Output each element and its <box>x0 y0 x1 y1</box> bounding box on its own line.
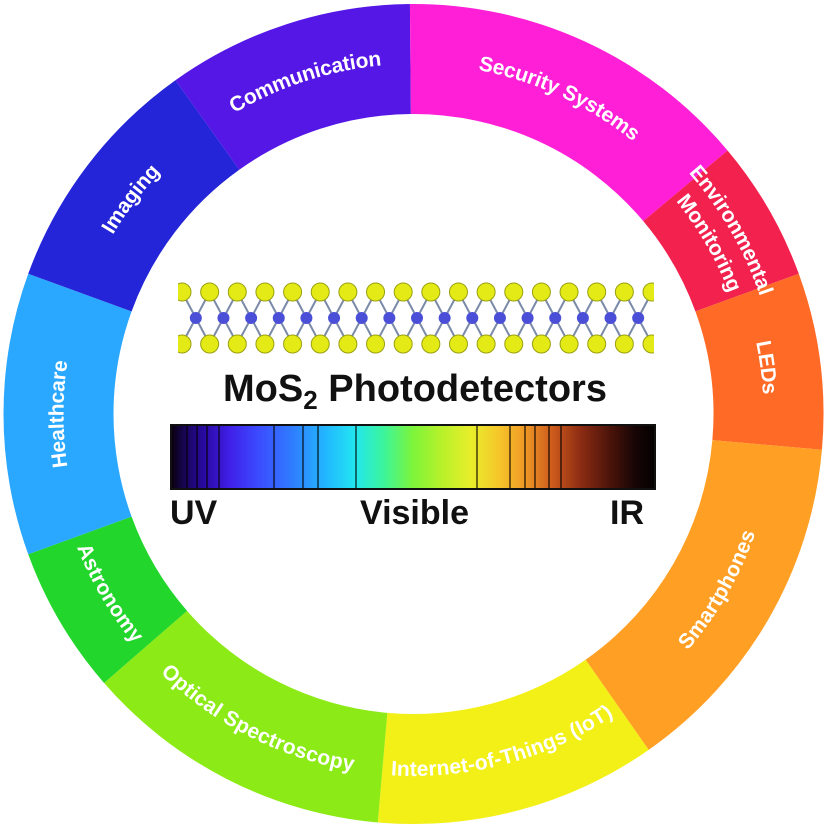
ring-segment-4 <box>585 440 822 750</box>
molybdenum-atom <box>217 312 230 324</box>
molybdenum-atom <box>411 312 423 324</box>
spectrum-line <box>509 426 512 488</box>
spectrum-line <box>547 426 550 488</box>
ring-label-8: Healthcare <box>45 359 72 469</box>
spectrum-bar <box>170 424 656 490</box>
sulfur-atom <box>476 334 496 354</box>
spectrum-label-visible: Visible <box>360 494 469 532</box>
spectrum-line <box>302 426 305 488</box>
sulfur-atom <box>200 334 220 354</box>
sulfur-atom <box>531 282 551 302</box>
sulfur-atom <box>448 282 468 302</box>
sulfur-atom <box>421 282 441 302</box>
sulfur-atom <box>421 334 441 354</box>
sulfur-atom <box>476 282 496 302</box>
sulfur-atom <box>559 334 579 354</box>
sulfur-atom <box>255 334 275 354</box>
sulfur-atom <box>393 334 413 354</box>
sulfur-atom <box>310 334 330 354</box>
molybdenum-atom <box>549 312 562 324</box>
molybdenum-atom <box>438 312 451 324</box>
spectrum-label-uv: UV <box>170 494 218 532</box>
ring-segment-5 <box>377 659 649 824</box>
molybdenum-atom <box>245 312 258 324</box>
sulfur-atom <box>255 282 275 302</box>
spectrum-line <box>205 426 208 488</box>
spectrum-line <box>217 426 220 488</box>
sulfur-atom <box>448 334 468 354</box>
ring-segment-2 <box>643 150 799 312</box>
sulfur-atom <box>338 282 358 302</box>
sulfur-atom <box>642 334 654 354</box>
sulfur-atom <box>587 282 607 302</box>
sulfur-atom <box>227 282 247 302</box>
sulfur-atom <box>587 334 607 354</box>
spectrum-line <box>475 426 478 488</box>
sulfur-atom <box>531 334 551 354</box>
molybdenum-atom <box>383 312 396 324</box>
spectrum-line <box>316 426 319 488</box>
sulfur-atom <box>504 334 524 354</box>
page-title: MoS2 Photodetectors <box>160 368 670 416</box>
sulfur-atom <box>504 282 524 302</box>
ring-segment-3 <box>695 273 824 450</box>
spectrum-line <box>186 426 189 488</box>
spectrum-line <box>196 426 199 488</box>
molybdenum-atom <box>355 312 368 324</box>
sulfur-atom <box>283 334 303 354</box>
title-prefix: MoS <box>223 368 304 410</box>
sulfur-atom <box>366 334 386 354</box>
title-subscript: 2 <box>303 385 318 415</box>
title-suffix: Photodetectors <box>317 368 607 410</box>
ring-segment-9 <box>28 80 240 312</box>
molybdenum-atom <box>466 312 479 324</box>
molybdenum-atom <box>521 312 534 324</box>
spectrum-line <box>523 426 526 488</box>
ring-segment-7 <box>28 516 188 683</box>
molybdenum-atom <box>300 312 313 324</box>
sulfur-atom <box>614 334 634 354</box>
molybdenum-atom <box>632 312 645 324</box>
spectrum-line <box>560 426 562 488</box>
sulfur-atom <box>366 282 386 302</box>
molybdenum-atom <box>272 312 285 324</box>
molybdenum-atom <box>328 312 341 324</box>
sulfur-atom <box>559 282 579 302</box>
sulfur-atom <box>178 282 192 302</box>
ring-segment-1 <box>409 4 728 222</box>
spectrum-line <box>273 426 276 488</box>
ring-segment-0 <box>175 4 411 170</box>
sulfur-atom <box>614 282 634 302</box>
sulfur-atom <box>178 334 192 354</box>
ring-segment-6 <box>104 610 388 823</box>
sulfur-atom <box>200 282 220 302</box>
ring-segment-8 <box>3 273 132 555</box>
molybdenum-atom <box>189 312 202 324</box>
sulfur-atom <box>227 334 247 354</box>
molybdenum-atom <box>604 312 617 324</box>
sulfur-atom <box>310 282 330 302</box>
spectrum-line <box>355 426 358 488</box>
spectrum-line <box>533 426 536 488</box>
sulfur-atom <box>642 282 654 302</box>
spectrum-label-ir: IR <box>610 494 644 532</box>
mos2-crystal-structure <box>178 282 654 354</box>
molybdenum-atom <box>576 312 589 324</box>
sulfur-atom <box>283 282 303 302</box>
sulfur-atom <box>338 334 358 354</box>
molybdenum-atom <box>493 312 506 324</box>
sulfur-atom <box>393 282 413 302</box>
